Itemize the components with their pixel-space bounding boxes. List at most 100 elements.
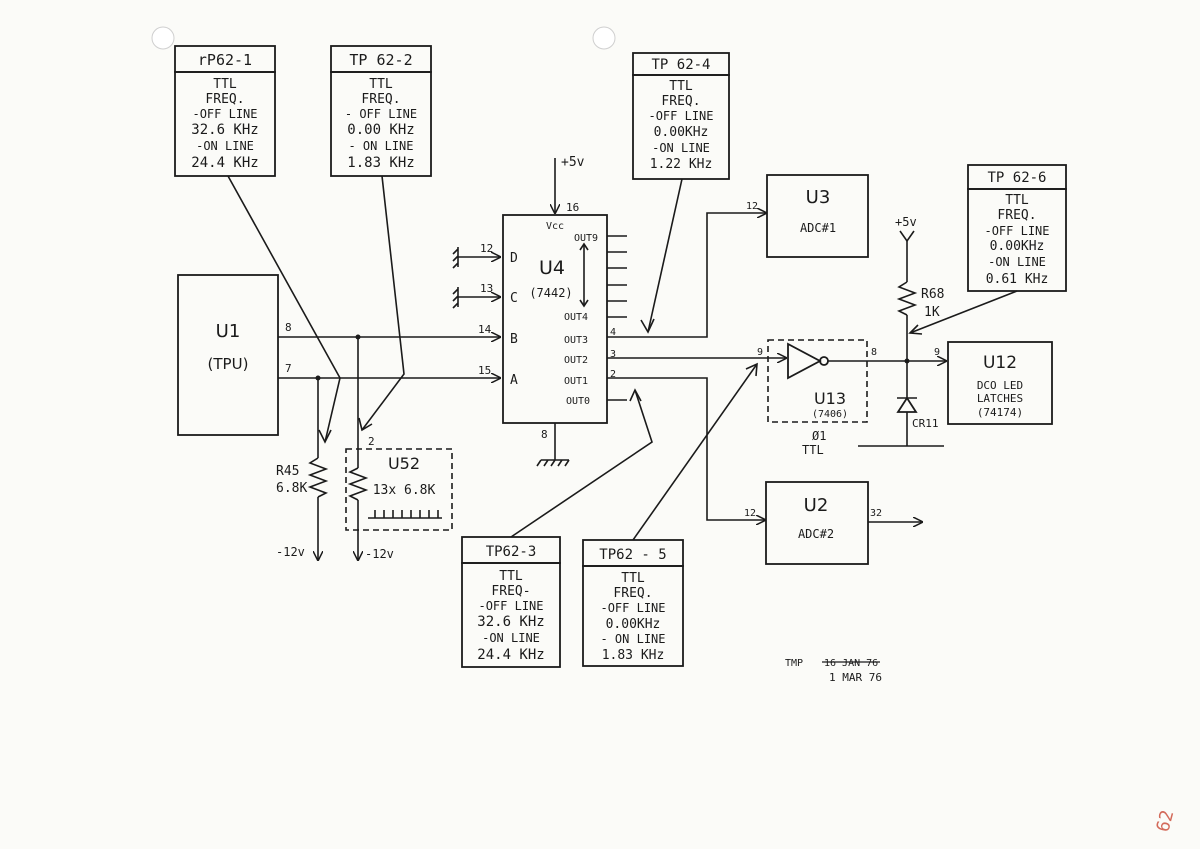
u1-tpu-block: U1 (TPU) 8 7 [177, 274, 292, 436]
svg-text:12: 12 [744, 508, 756, 519]
r68-resistor: +5v R68 1K [895, 215, 944, 361]
svg-text:15: 15 [478, 364, 491, 377]
test-point-box-tp62-2: TP 62-2 TTL FREQ. - OFF LINE 0.00 KHz - … [330, 45, 432, 177]
u13-7406-inverter: U13 (7406) 9 8 [757, 339, 877, 423]
svg-text:14: 14 [478, 323, 492, 336]
svg-text:+5v: +5v [895, 215, 917, 229]
svg-text:FREQ.: FREQ. [997, 208, 1036, 223]
svg-text:2: 2 [610, 369, 616, 380]
svg-text:-ON LINE: -ON LINE [196, 139, 254, 153]
svg-text:6.8K: 6.8K [276, 481, 307, 496]
svg-text:12: 12 [746, 201, 758, 212]
svg-text:U4: U4 [539, 257, 565, 279]
svg-text:0.00KHz: 0.00KHz [654, 125, 709, 140]
svg-text:+5v: +5v [561, 155, 585, 170]
svg-text:0.00KHz: 0.00KHz [990, 239, 1045, 254]
phi1-ttl-label: Ø1 TTL [802, 429, 826, 457]
svg-text:8: 8 [541, 428, 548, 441]
svg-text:OUT2: OUT2 [564, 355, 588, 366]
svg-text:- ON LINE: - ON LINE [348, 139, 413, 153]
svg-text:OUT0: OUT0 [566, 396, 590, 407]
svg-text:TP 62-6: TP 62-6 [987, 170, 1046, 186]
svg-text:LATCHES: LATCHES [977, 392, 1023, 405]
svg-text:-ON LINE: -ON LINE [482, 631, 540, 645]
wire-out1-to-u2 [607, 377, 765, 520]
svg-text:DCO LED: DCO LED [977, 379, 1023, 392]
svg-text:- ON LINE: - ON LINE [600, 632, 665, 646]
svg-text:(7442): (7442) [529, 286, 572, 300]
svg-text:1 MAR 76: 1 MAR 76 [829, 671, 882, 684]
u52-resistor-network: U52 13x 6.8K 2 -12v [345, 337, 453, 561]
svg-text:-ON LINE: -ON LINE [652, 141, 710, 155]
svg-text:TTL: TTL [213, 77, 237, 92]
svg-text:32.6 KHz: 32.6 KHz [191, 122, 258, 138]
wire-out3-to-u3 [607, 213, 766, 338]
svg-text:TTL: TTL [621, 571, 645, 586]
svg-text:TMP: TMP [785, 658, 803, 669]
svg-text:9: 9 [757, 347, 763, 358]
svg-text:-OFF LINE: -OFF LINE [478, 599, 543, 613]
svg-text:2: 2 [368, 435, 375, 448]
r45-resistor: R45 6.8K -12v [276, 378, 329, 560]
svg-text:U2: U2 [804, 495, 829, 516]
svg-text:0.00 KHz: 0.00 KHz [347, 122, 414, 138]
svg-text:ADC#1: ADC#1 [800, 221, 836, 235]
test-point-leaders [227, 175, 1018, 541]
svg-text:12: 12 [480, 242, 493, 255]
svg-text:U13: U13 [814, 389, 846, 408]
cr11-diode: CR11 [858, 361, 944, 447]
svg-text:ADC#2: ADC#2 [798, 527, 834, 541]
svg-text:8: 8 [285, 321, 292, 334]
svg-text:FREQ-: FREQ- [491, 584, 530, 599]
test-point-box-tp62-4: TP 62-4 TTL FREQ. -OFF LINE 0.00KHz -ON … [632, 52, 730, 180]
revision-note: TMP 16 JAN 76 1 MAR 76 [785, 658, 882, 684]
svg-text:R45: R45 [276, 464, 299, 479]
svg-text:U3: U3 [806, 187, 831, 208]
test-point-box-tp62-6: TP 62-6 TTL FREQ. -OFF LINE 0.00KHz -ON … [967, 164, 1067, 292]
test-point-box-tp62-1: rP62-1 TTL FREQ. -OFF LINE 32.6 KHz -ON … [174, 45, 276, 177]
svg-text:R68: R68 [921, 287, 944, 302]
svg-text:(74174): (74174) [977, 406, 1023, 419]
svg-text:FREQ.: FREQ. [661, 94, 700, 109]
svg-text:FREQ.: FREQ. [361, 92, 400, 107]
u3-adc1-block: U3 ADC#1 12 [746, 174, 869, 258]
svg-text:-ON LINE: -ON LINE [988, 255, 1046, 269]
svg-text:TP62 - 5: TP62 - 5 [599, 547, 666, 563]
svg-text:0.61 KHz: 0.61 KHz [986, 272, 1049, 287]
svg-text:0.00KHz: 0.00KHz [606, 617, 661, 632]
u2-adc2-block: U2 ADC#2 12 32 [744, 481, 922, 565]
svg-text:13x 6.8K: 13x 6.8K [373, 483, 436, 498]
svg-text:TTL: TTL [802, 443, 824, 457]
svg-text:4: 4 [610, 327, 616, 338]
svg-text:Ø1: Ø1 [812, 429, 826, 443]
svg-text:24.4 KHz: 24.4 KHz [191, 155, 258, 171]
svg-text:-12v: -12v [365, 547, 394, 561]
binder-hole [151, 26, 175, 50]
svg-text:-12v: -12v [276, 545, 305, 559]
tp-title: rP62-1 [198, 51, 252, 69]
u12-dco-led-latches: U12 DCO LED LATCHES (74174) 9 [934, 341, 1053, 425]
svg-text:OUT4: OUT4 [564, 312, 588, 323]
svg-text:CR11: CR11 [912, 417, 939, 430]
svg-text:(TPU): (TPU) [208, 355, 249, 373]
svg-text:13: 13 [480, 282, 493, 295]
svg-text:TTL: TTL [669, 79, 693, 94]
svg-text:1.83 KHz: 1.83 KHz [602, 648, 665, 663]
svg-text:16 JAN 76: 16 JAN 76 [824, 658, 878, 669]
svg-text:24.4 KHz: 24.4 KHz [477, 647, 544, 663]
svg-text:TP62-3: TP62-3 [486, 544, 537, 560]
svg-text:B: B [510, 332, 518, 347]
svg-text:3: 3 [610, 349, 616, 360]
svg-text:FREQ.: FREQ. [613, 586, 652, 601]
svg-text:16: 16 [566, 201, 579, 214]
svg-text:TP 62-4: TP 62-4 [651, 57, 710, 73]
svg-text:A: A [510, 373, 518, 388]
test-point-box-tp62-3: TP62-3 TTL FREQ- -OFF LINE 32.6 KHz -ON … [461, 536, 561, 668]
svg-text:1K: 1K [924, 305, 940, 320]
svg-text:-OFF LINE: -OFF LINE [984, 224, 1049, 238]
svg-text:D: D [510, 251, 518, 266]
svg-text:7: 7 [285, 362, 292, 375]
svg-text:1.83 KHz: 1.83 KHz [347, 155, 414, 171]
svg-text:U52: U52 [388, 454, 420, 473]
